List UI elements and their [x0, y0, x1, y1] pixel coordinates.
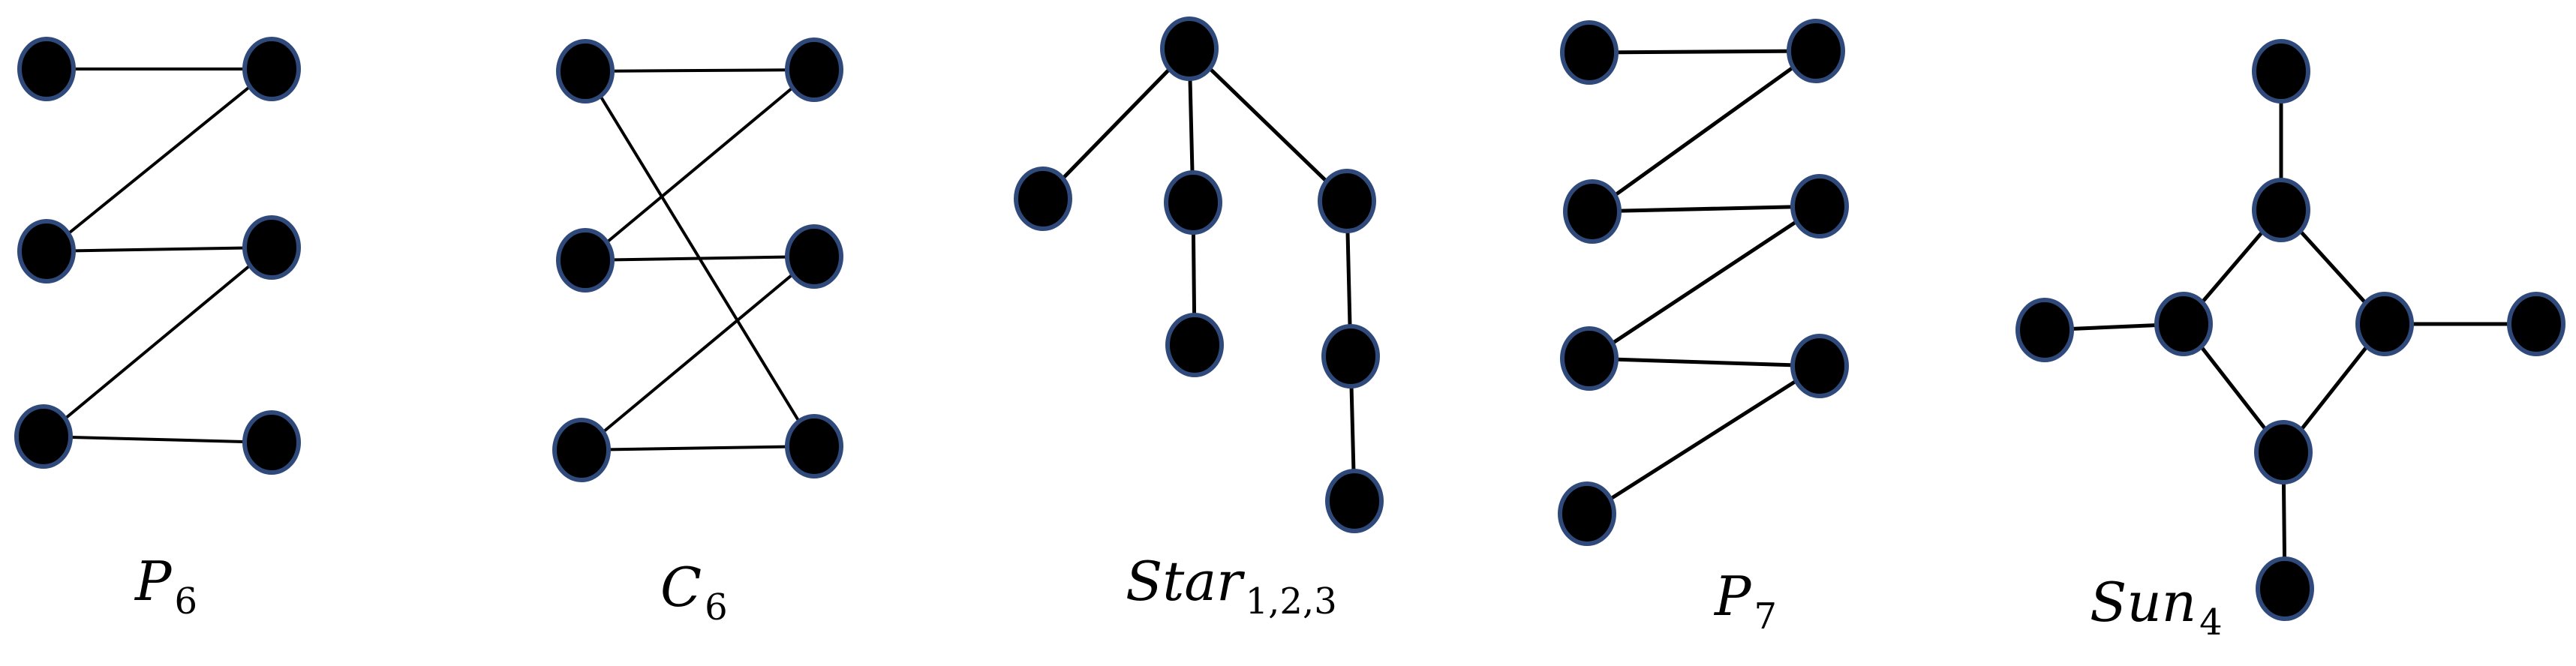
- vertex-star123-m1: [1164, 170, 1222, 235]
- vertex-p6-a: [17, 37, 76, 101]
- caption-sun4-main: Sun: [2090, 571, 2196, 634]
- edge-c6-d-e: [580, 255, 816, 452]
- vertex-star123-r3: [1325, 469, 1384, 533]
- caption-c6-subscript: 6: [705, 586, 728, 628]
- vertex-sun4-pendant-right: [2507, 292, 2565, 356]
- edge-p7-a-b: [1587, 49, 1818, 55]
- graph-p6: P6: [14, 37, 301, 622]
- caption-c6-main: C: [660, 556, 702, 619]
- edge-star123-center-l1: [1041, 46, 1192, 201]
- vertex-sun4-pendant-left: [2015, 298, 2074, 362]
- graph-p7: P7: [1558, 19, 1849, 638]
- edge-star123-center-r1: [1187, 46, 1349, 203]
- edge-p6-c-d: [45, 246, 273, 253]
- caption-star123-main: Star: [1126, 550, 1245, 613]
- vertex-star123-m2: [1165, 313, 1224, 377]
- graph-c6: C6: [552, 38, 843, 628]
- vertex-p6-b: [242, 37, 301, 101]
- vertex-star123-r1: [1318, 169, 1376, 233]
- edge-p7-d-e: [1587, 204, 1822, 361]
- caption-c6: C6: [660, 556, 728, 628]
- edge-p6-b-c: [45, 68, 273, 253]
- vertex-p6-c: [17, 219, 76, 284]
- caption-sun4: Sun4: [2090, 571, 2223, 644]
- vertex-sun4-left: [2154, 292, 2213, 356]
- vertex-p7-f: [1790, 334, 1849, 398]
- edge-p7-f-g: [1585, 364, 1822, 516]
- caption-p7-subscript: 7: [1754, 596, 1777, 638]
- vertex-star123-center: [1160, 16, 1219, 81]
- vertex-c6-d: [785, 224, 843, 289]
- caption-star123: Star1,2,3: [1126, 550, 1337, 622]
- edge-p7-b-c: [1590, 49, 1818, 214]
- caption-p6: P6: [134, 550, 197, 622]
- vertex-p6-f: [242, 410, 301, 475]
- edge-c6-e-f: [580, 445, 816, 452]
- edge-c6-b-c: [584, 68, 816, 262]
- vertex-c6-a: [556, 39, 615, 104]
- vertex-p7-a: [1560, 20, 1619, 85]
- caption-p6-subscript: 6: [174, 580, 197, 622]
- vertex-c6-b: [785, 38, 843, 102]
- vertex-star123-l1: [1014, 166, 1072, 231]
- caption-star123-subscript: 1,2,3: [1246, 580, 1337, 622]
- vertex-sun4-right: [2355, 292, 2414, 356]
- vertex-c6-c: [556, 228, 615, 292]
- vertex-p7-e: [1560, 326, 1619, 391]
- caption-p6-main: P: [134, 550, 173, 613]
- edge-p6-e-f: [42, 435, 273, 444]
- edge-p6-d-e: [42, 246, 273, 438]
- caption-sun4-subscript: 4: [2199, 602, 2223, 644]
- vertex-sun4-pendant-top: [2252, 39, 2310, 104]
- edge-p7-c-d: [1590, 204, 1822, 214]
- vertex-sun4-pendant-bottom: [2256, 556, 2314, 621]
- vertex-star123-r2: [1321, 324, 1380, 388]
- vertex-sun4-top: [2252, 178, 2310, 242]
- vertex-p6-d: [242, 215, 301, 280]
- edge-p7-e-f: [1587, 356, 1822, 368]
- edge-c6-a-b: [584, 68, 816, 73]
- vertex-p7-d: [1790, 174, 1849, 238]
- edge-c6-f-a: [584, 70, 816, 448]
- caption-p7-main: P: [1713, 565, 1752, 628]
- graph-star123: Star1,2,3: [1014, 16, 1384, 622]
- vertex-c6-f: [785, 414, 843, 478]
- vertex-p6-e: [14, 404, 73, 469]
- caption-p7: P7: [1713, 565, 1777, 638]
- vertex-c6-e: [552, 418, 611, 482]
- graph-sun4: Sun4: [2015, 39, 2565, 644]
- vertex-p7-c: [1563, 179, 1622, 244]
- vertex-sun4-bottom: [2254, 420, 2313, 484]
- vertex-p7-b: [1787, 19, 1845, 83]
- vertex-p7-g: [1558, 482, 1616, 546]
